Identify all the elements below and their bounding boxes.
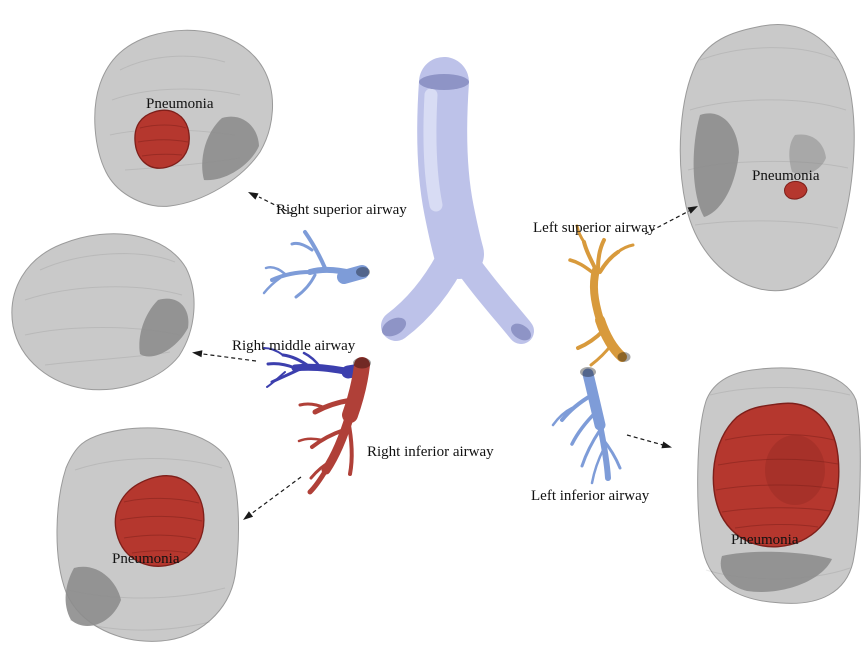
left-inferior-airway-model [551, 367, 622, 485]
trachea-top-opening [419, 74, 469, 90]
lung-shadow-patch [720, 551, 832, 592]
right-bronchus-opening [510, 323, 532, 341]
left-superior-airway-model [568, 224, 635, 367]
left-bronchus-opening [381, 317, 407, 337]
right-superior-airway-model [262, 230, 370, 299]
airway-cut-opening [580, 367, 596, 377]
pneumonia-label-top-left: Pneumonia [146, 96, 214, 112]
airway-cut-opening [617, 352, 631, 362]
lung-shadow-patch [139, 298, 189, 357]
right-superior-airway-label: Right superior airway [276, 202, 407, 218]
lung-bottom-left [56, 427, 239, 642]
pneumonia-region-bottom-right [712, 402, 840, 548]
pneumonia-region-top-left [134, 109, 190, 169]
left-superior-airway-label: Left superior airway [533, 220, 656, 236]
arrow-right-middle-to-lung [192, 350, 257, 362]
arrow-left-inferior-to-lung [626, 434, 672, 449]
lung-bottom-right [697, 367, 861, 604]
pneumonia-label-bottom-left: Pneumonia [112, 551, 180, 567]
lung-shadow-patch [693, 113, 739, 217]
pneumonia-region-bottom-left [114, 475, 205, 567]
lung-top-right [679, 24, 855, 292]
right-inferior-airway-label: Right inferior airway [367, 444, 494, 460]
trachea-model [381, 57, 534, 344]
lung-middle-left [11, 233, 195, 391]
lung-shadow-patch [202, 116, 259, 181]
arrow-right-superior-to-lung [248, 192, 294, 215]
lung-top-left [94, 29, 273, 207]
left-inferior-airway-label: Left inferior airway [531, 488, 650, 504]
pneumonia-label-top-right: Pneumonia [752, 168, 820, 184]
right-middle-airway-label: Right middle airway [232, 338, 356, 354]
arrow-left-superior-to-lung [644, 206, 698, 235]
pneumonia-label-bottom-right: Pneumonia [731, 532, 799, 548]
airway-cut-opening [353, 357, 371, 369]
lung-shadow-patch [65, 566, 121, 626]
airway-cut-opening [356, 267, 370, 277]
arrow-right-inferior-to-lung [243, 476, 302, 520]
lung-shadow-patch [789, 134, 826, 175]
pneumonia-region-top-right [784, 180, 808, 200]
right-inferior-airway-model [297, 357, 371, 495]
